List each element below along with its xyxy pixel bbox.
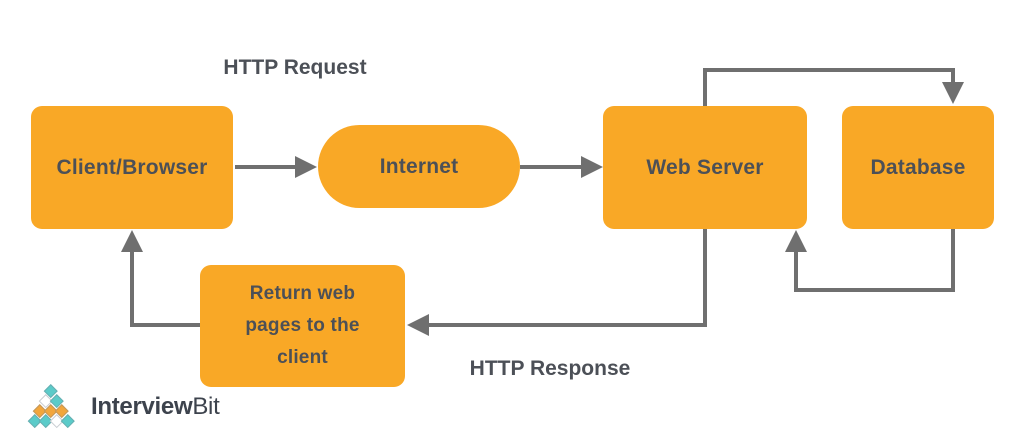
- interviewbit-logo-icon: [20, 384, 82, 430]
- edge-webserver-to-database-arrowhead: [942, 82, 964, 104]
- node-web-server: Web Server: [603, 106, 807, 229]
- edge-returnpages-to-client: [130, 252, 200, 327]
- edge-returnpages-to-client-arrowhead: [121, 230, 143, 252]
- node-client-browser: Client/Browser: [31, 106, 233, 229]
- logo-text-interview: Interview: [91, 393, 193, 420]
- edge-webserver-to-returnpages-arrowhead: [407, 314, 429, 336]
- node-return-web-pages: Return web pages to the client: [200, 265, 405, 387]
- http-response-label: HTTP Response: [469, 357, 631, 380]
- edge-database-to-webserver-arrowhead: [785, 230, 807, 252]
- node-return-web-pages-label: Return web pages to the client: [245, 283, 360, 368]
- edge-webserver-to-returnpages: [429, 229, 707, 327]
- node-client-browser-label: Client/Browser: [56, 155, 208, 179]
- node-web-server-label: Web Server: [646, 155, 764, 179]
- interviewbit-logo: InterviewBit: [20, 384, 220, 430]
- node-database: Database: [842, 106, 994, 229]
- logo-text-bit: Bit: [192, 393, 220, 420]
- node-database-label: Database: [870, 155, 966, 179]
- edge-internet-to-webserver-arrowhead: [581, 156, 603, 178]
- node-internet: Internet: [318, 125, 520, 208]
- node-internet-label: Internet: [379, 154, 459, 178]
- interviewbit-logo-text: InterviewBit: [91, 393, 220, 421]
- edge-webserver-to-database: [703, 68, 955, 106]
- edge-client-to-internet-arrowhead: [295, 156, 317, 178]
- edge-database-to-webserver: [794, 229, 955, 292]
- http-request-label: HTTP Request: [223, 56, 367, 79]
